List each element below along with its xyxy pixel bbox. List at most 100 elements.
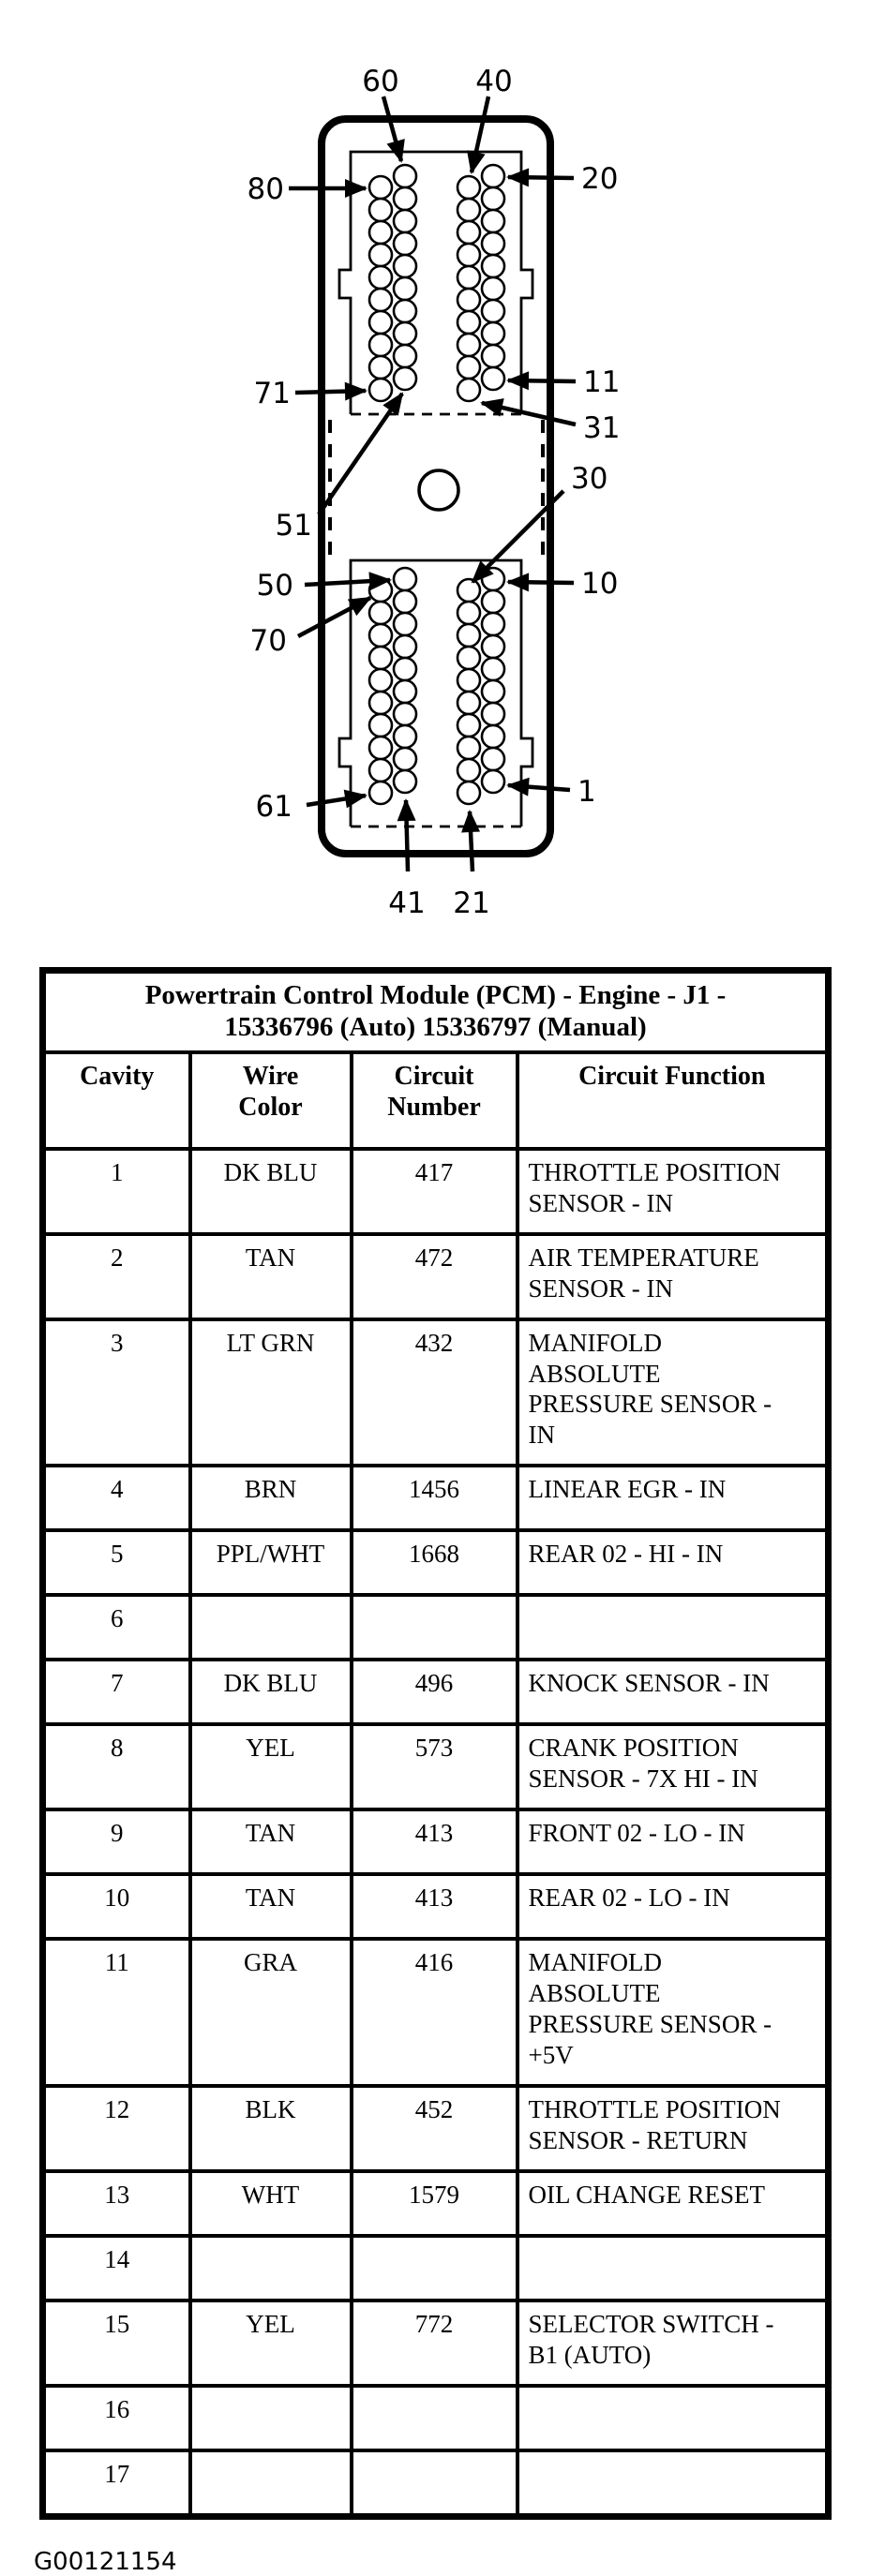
pin-circle	[368, 735, 394, 761]
pin-label-51: 51	[276, 509, 312, 543]
wire-color-cell: PPL/WHT	[188, 1528, 353, 1598]
pin-circle	[392, 678, 418, 705]
circuit-number-cell	[349, 2383, 519, 2452]
pin-circle	[456, 757, 482, 783]
arrow-70	[296, 596, 372, 638]
pin-circle	[368, 780, 394, 806]
pin-circle	[456, 287, 482, 313]
pin-circle	[480, 746, 506, 772]
pin-circle	[456, 645, 482, 671]
pin-circle	[392, 298, 418, 324]
wire-color-cell: DK BLU	[188, 1146, 353, 1236]
circuit-number-cell: 573	[349, 1722, 519, 1812]
circuit-function-cell	[515, 2448, 831, 2519]
callout-arrows	[289, 96, 577, 872]
circuit-function-cell	[515, 1593, 831, 1662]
cavity-cell: 8	[40, 1722, 192, 1812]
arrow-71	[294, 381, 368, 401]
pin-circle	[392, 566, 418, 592]
circuit-number-cell	[349, 2233, 519, 2302]
pin-circle	[368, 309, 394, 335]
index-hole	[417, 469, 460, 512]
pin-circle	[392, 768, 418, 795]
pin-circle	[392, 723, 418, 750]
circuit-number-cell: 772	[349, 2298, 519, 2388]
cavity-cell: 7	[40, 1658, 192, 1727]
pin-circle	[456, 577, 482, 603]
pin-circle	[368, 219, 394, 246]
circuit-function-cell: THROTTLE POSITION SENSOR - RETURN	[515, 2083, 831, 2173]
pin-circle	[456, 712, 482, 738]
arrow-50	[304, 572, 392, 591]
wire-color-cell: YEL	[188, 1722, 353, 1812]
circuit-function-cell: AIR TEMPERATURE SENSOR - IN	[515, 1231, 831, 1321]
cavity-cell: 2	[40, 1231, 192, 1321]
pin-circle	[368, 332, 394, 358]
cavity-cell: 17	[40, 2448, 192, 2519]
circuit-function-cell	[515, 2233, 831, 2302]
pin-circle	[368, 264, 394, 290]
col-header-cavity: Cavity	[40, 1050, 192, 1151]
table-row: 6	[40, 1593, 831, 1662]
pin-labels: 60 40 80 20 71 11 31 51 30 50 70 10 61 1…	[248, 65, 621, 920]
circuit-number-cell: 496	[349, 1658, 519, 1727]
pcm-connector-diagram: 60 40 80 20 71 11 31 51 30 50 70 10 61 1…	[0, 0, 870, 967]
pin-label-21: 21	[453, 886, 489, 920]
circuit-function-cell: REAR 02 - LO - IN	[515, 1872, 831, 1942]
table-title-line1: Powertrain Control Module (PCM) - Engine…	[144, 980, 727, 1010]
pin-circle	[392, 588, 418, 615]
pin-circle	[456, 600, 482, 626]
circuit-number-cell: 417	[349, 1146, 519, 1236]
pin-circle	[480, 320, 506, 347]
pin-circle	[392, 275, 418, 302]
pin-circle	[480, 701, 506, 727]
pin-circle	[456, 735, 482, 761]
circuit-function-cell: SELECTOR SWITCH - B1 (AUTO)	[515, 2298, 831, 2388]
pin-circle	[480, 365, 506, 392]
pin-circle	[480, 633, 506, 660]
circuit-number-cell: 1668	[349, 1528, 519, 1598]
circuit-number-cell: 1579	[349, 2168, 519, 2238]
wire-color-cell: TAN	[188, 1231, 353, 1321]
table-row: 16	[40, 2383, 831, 2452]
col-header-wire-color: Wire Color	[188, 1050, 353, 1151]
pin-label-70: 70	[250, 624, 287, 658]
circuit-number-cell	[349, 1593, 519, 1662]
table-row: 17	[40, 2448, 831, 2519]
pin-circle	[392, 208, 418, 234]
pin-circle	[368, 712, 394, 738]
pin-label-80: 80	[248, 172, 284, 206]
arrow-1	[506, 777, 571, 797]
pin-label-20: 20	[581, 162, 618, 196]
pin-circle	[480, 656, 506, 682]
lower-pin-field-outline	[338, 558, 534, 826]
pin-circle	[392, 253, 418, 279]
circuit-function-cell: FRONT 02 - LO - IN	[515, 1808, 831, 1877]
pin-circle	[480, 768, 506, 795]
upper-pin-field-outline	[338, 150, 534, 414]
column-header-row: Cavity Wire Color Circuit Number Circuit…	[40, 1050, 831, 1151]
pin-circle	[368, 354, 394, 380]
circuit-function-cell: LINEAR EGR - IN	[515, 1464, 831, 1533]
pin-circle	[456, 197, 482, 223]
wire-color-cell	[188, 2233, 353, 2302]
pin-circle	[480, 275, 506, 302]
pin-circle	[368, 690, 394, 716]
cavity-cell: 14	[40, 2233, 192, 2302]
arrow-21	[461, 810, 481, 872]
col-header-circuit-number: Circuit Number	[349, 1050, 519, 1151]
cavity-cell: 9	[40, 1808, 192, 1877]
wire-color-cell: BRN	[188, 1464, 353, 1533]
arrow-11	[506, 371, 577, 391]
connector-outer-housing	[318, 115, 554, 857]
pin-label-60: 60	[362, 65, 398, 98]
circuit-number-cell: 1456	[349, 1464, 519, 1533]
